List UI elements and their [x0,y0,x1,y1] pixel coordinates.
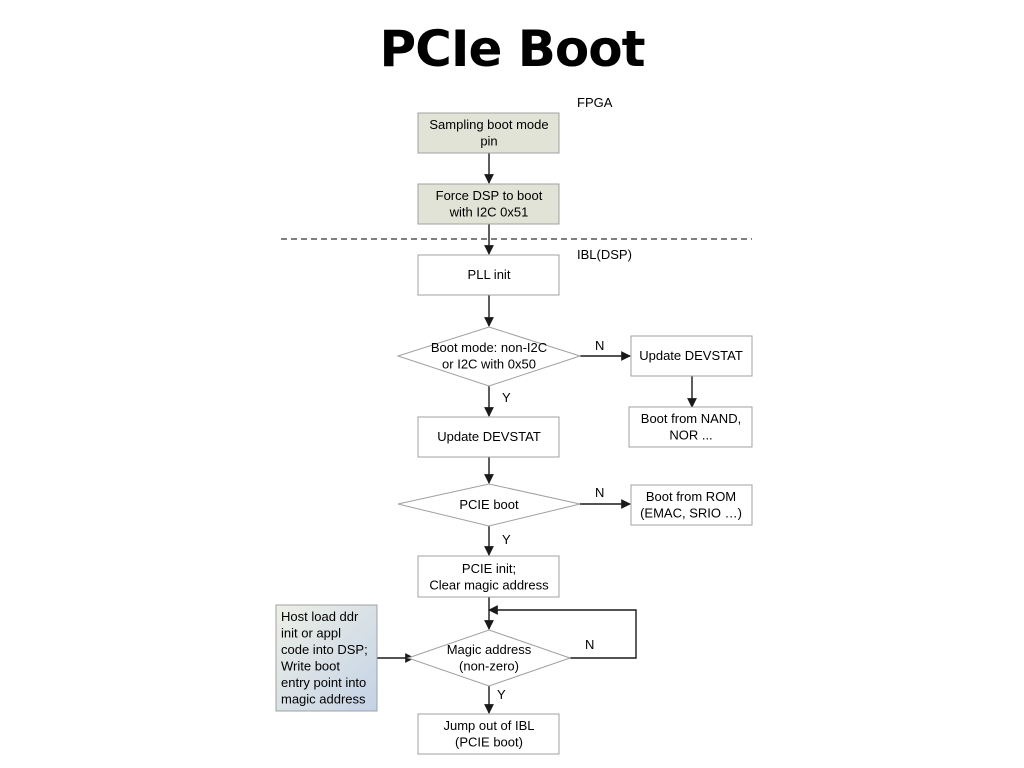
fpga-section-label: FPGA [577,95,613,110]
node-text-line: PCIE init; [462,561,516,576]
edge-magic-no-loop [488,605,637,659]
node-text-line: code into DSP; [281,642,368,657]
bootmode-yes-label: Y [502,390,511,405]
node-pcie-init: PCIE init; Clear magic address [417,555,560,598]
node-text-line: Clear magic address [429,578,549,593]
node-text-line: or I2C with 0x50 [442,357,536,372]
node-text-line: Host load ddr [281,609,359,624]
node-text-line: Magic address [447,642,532,657]
node-text-line: (EMAC, SRIO …) [640,506,742,521]
pcieboot-no-label: N [595,485,604,500]
node-magic-address-decision: Magic address (non-zero) [406,629,572,687]
node-update-devstat-right: Update DEVSTAT [630,335,753,377]
node-text-line: init or appl [281,626,341,641]
node-text-line: (non-zero) [459,659,519,674]
node-text-line: Force DSP to boot [436,188,543,203]
node-text-line: PCIE boot [459,497,519,512]
node-boot-mode-decision: Boot mode: non-I2C or I2C with 0x50 [396,326,582,387]
node-text-line: Jump out of IBL [443,718,534,733]
node-sampling-boot-mode: Sampling boot mode pin [417,112,560,154]
node-pll-init: PLL init [417,254,560,296]
node-text-line: Update DEVSTAT [639,348,743,363]
node-text-line: (PCIE boot) [455,735,523,750]
svg-text:Magic address(non-zero): Magic address (non-zero) [447,642,532,674]
node-force-dsp: Force DSP to boot with I2C 0x51 [417,183,560,225]
svg-text:Update DEVSTAT: Update DEVSTAT [639,348,743,363]
node-text-line: Write boot [281,659,340,674]
node-text-line: PLL init [468,267,511,282]
node-text-line: pin [480,134,497,149]
node-text-line: entry point into [281,675,366,690]
node-text-line: Boot from NAND, [641,411,741,426]
svg-text:PCIE init;Clear magic address: PCIE init; Clear magic address [429,561,549,593]
svg-text:Boot from ROM(EMAC, SRIO …): Boot from ROM (EMAC, SRIO …) [640,489,742,521]
svg-text:Update DEVSTAT: Update DEVSTAT [437,429,541,444]
node-text-line: Boot mode: non-I2C [431,340,547,355]
svg-text:PLL init: PLL init [468,267,511,282]
node-update-devstat: Update DEVSTAT [417,416,560,458]
pcieboot-yes-label: Y [502,532,511,547]
node-text-line: Update DEVSTAT [437,429,541,444]
svg-text:Jump out of IBL(PCIE boot): Jump out of IBL (PCIE boot) [443,718,534,750]
node-pcie-boot-decision: PCIE boot [397,483,581,527]
svg-text:PCIE boot: PCIE boot [459,497,519,512]
node-text-line: NOR ... [669,428,712,443]
node-text-line: magic address [281,692,366,707]
node-boot-from-nand: Boot from NAND, NOR ... [628,406,753,448]
slide-title: PCIe Boot [379,20,646,78]
flow-edges [377,153,697,714]
node-text-line: Sampling boot mode [429,117,548,132]
ibl-section-label: IBL(DSP) [577,247,632,262]
magic-no-label: N [585,637,594,652]
node-text-line: Boot from ROM [646,489,736,504]
bootmode-no-label: N [595,338,604,353]
svg-text:Boot from NAND,NOR ...: Boot from NAND, NOR ... [641,411,741,443]
node-jump-out-of-ibl: Jump out of IBL (PCIE boot) [417,713,560,755]
node-boot-from-rom: Boot from ROM (EMAC, SRIO …) [630,484,753,526]
magic-yes-label: Y [497,687,506,702]
node-text-line: with I2C 0x51 [449,205,529,220]
